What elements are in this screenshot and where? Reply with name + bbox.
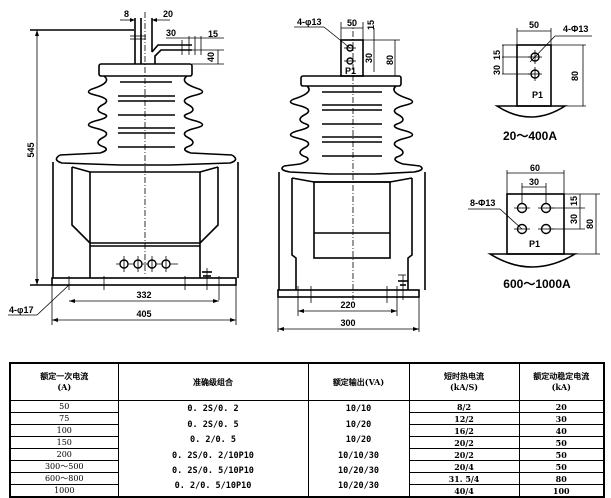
detail2-dim-60: 60: [530, 163, 540, 173]
rated-output-item: 10/20/30: [338, 481, 379, 492]
rated-output-item: 10/20: [345, 419, 372, 430]
side-ground-symbol-icon: [398, 274, 408, 300]
header-dynamic-current-line1: 额定动稳定电流: [533, 371, 590, 381]
dim-height-545: 545: [26, 142, 36, 157]
detail2-dim-15: 15: [569, 196, 579, 206]
thermal-current-cell: 20/2: [408, 448, 520, 461]
table-row: 75 12/2 30: [9, 412, 605, 425]
thermal-current-cell: 16/2: [408, 424, 520, 437]
detail2-holes: 8-Φ13: [470, 198, 495, 208]
header-accuracy-class: 准确级组合: [117, 362, 309, 401]
terminal-detail-600-1000a: P1 60 30 80 15 30 8-Φ13 600～1000A: [468, 163, 600, 291]
thermal-current-cell: 20/2: [408, 436, 520, 449]
header-thermal-current: 短时热电流(kA/S): [408, 362, 520, 401]
detail2-dim-30-right: 30: [569, 214, 579, 224]
primary-current-cell: 75: [9, 412, 119, 425]
header-thermal-current-line1: 短时热电流: [444, 371, 484, 381]
side-dim-220: 220: [340, 300, 355, 310]
rated-output-item: 10/10: [345, 404, 372, 415]
header-dynamic-current-line2: (kA): [551, 382, 571, 392]
detail1-caption: 20～400A: [503, 129, 557, 143]
thermal-current-cell: 31. 5/4: [408, 472, 520, 485]
detail1-dim-15: 15: [492, 50, 502, 60]
dynamic-current-cell: 50: [518, 448, 605, 461]
side-dim-80: 80: [385, 55, 395, 65]
dynamic-current-cell: 40: [518, 424, 605, 437]
dim-40: 40: [206, 52, 216, 62]
accuracy-class-item: 0. 2S/0. 2/10P10: [172, 450, 254, 461]
dim-8: 8: [124, 9, 129, 19]
secondary-terminals: [119, 256, 171, 272]
detail1-label: P1: [532, 90, 543, 100]
detail1-holes: 4-Φ13: [563, 24, 588, 34]
table-row: 300～500 20/4 50: [9, 460, 605, 473]
dim-405: 405: [136, 309, 151, 319]
dim-mount-holes: 4-φ17: [9, 305, 33, 315]
header-primary-current-line2: (A): [57, 382, 72, 392]
primary-current-cell: 50: [9, 400, 119, 413]
dim-20: 20: [163, 9, 173, 19]
detail2-label: P1: [529, 239, 540, 249]
terminal-detail-20-400a: P1 50 80 15 30 4-Φ13 20～400A: [492, 20, 592, 143]
thermal-current-cell: 8/2: [408, 400, 520, 413]
primary-current-cell: 150: [9, 436, 119, 449]
technical-drawing: 545 8 20 30 15 40 332 405 4-φ17: [8, 9, 600, 332]
dynamic-current-cell: 100: [518, 484, 605, 498]
side-dim-30: 30: [364, 53, 374, 63]
accuracy-class-item: 0. 2/0. 5: [189, 435, 237, 446]
dynamic-current-cell: 30: [518, 412, 605, 425]
primary-current-cell: 200: [9, 448, 119, 461]
thermal-current-cell: 12/2: [408, 412, 520, 425]
detail2-caption: 600～1000A: [503, 277, 571, 291]
rated-output-item: 10/20/30: [338, 465, 379, 476]
header-thermal-current-line2: (kA/S): [449, 382, 479, 392]
detail1-dim-50: 50: [529, 20, 539, 30]
thermal-current-cell: 40/4: [408, 484, 520, 498]
header-primary-current: 额定一次电流(A): [9, 362, 119, 401]
table-header-row: 额定一次电流(A) 准确级组合 额定输出(VA) 短时热电流(kA/S) 额定动…: [9, 362, 605, 401]
table-row: 600～800 31. 5/4 80: [9, 472, 605, 485]
detail2-dim-30-top: 30: [529, 177, 539, 187]
dim-332: 332: [136, 290, 151, 300]
accuracy-class-item: 0. 2S/0. 5: [187, 419, 239, 430]
spec-table: 额定一次电流(A) 准确级组合 额定输出(VA) 短时热电流(kA/S) 额定动…: [9, 362, 605, 498]
primary-current-cell: 300～500: [9, 460, 119, 473]
side-dim-15: 15: [366, 20, 376, 30]
side-dim-50: 50: [347, 18, 357, 28]
detail1-dim-80: 80: [570, 71, 580, 81]
detail2-dim-80: 80: [585, 219, 595, 229]
dynamic-current-cell: 50: [518, 460, 605, 473]
accuracy-class-cell: 0. 2S/0. 2 0. 2S/0. 5 0. 2/0. 5 0. 2S/0.…: [117, 400, 309, 498]
header-accuracy-class-label: 准确级组合: [193, 376, 233, 387]
dynamic-current-cell: 20: [518, 400, 605, 413]
dynamic-current-cell: 50: [518, 436, 605, 449]
header-dynamic-current: 额定动稳定电流(kA): [518, 362, 605, 401]
side-dim-holes: 4-φ13: [297, 17, 321, 27]
dim-30: 30: [166, 28, 176, 38]
rated-output-cell: 10/10 10/20 10/20 10/10/30 10/20/30 10/2…: [307, 400, 410, 498]
table-row: 100 16/2 40: [9, 424, 605, 437]
side-dim-300: 300: [340, 318, 355, 328]
accuracy-class-item: 0. 2S/0. 2: [187, 404, 239, 415]
front-view: 545 8 20 30 15 40 332 405 4-φ17: [8, 9, 239, 325]
rated-output-item: 10/10/30: [338, 450, 379, 461]
ground-symbol-icon: [202, 268, 212, 290]
dynamic-current-cell: 80: [518, 472, 605, 485]
dim-15: 15: [208, 29, 218, 39]
table-row: 50 0. 2S/0. 2 0. 2S/0. 5 0. 2/0. 5 0. 2S…: [9, 400, 605, 498]
side-terminal-label: P1: [345, 66, 356, 76]
side-view: P1 50 15 30 80 4-φ13: [277, 17, 426, 332]
primary-current-cell: 1000: [9, 484, 119, 498]
primary-current-cell: 600～800: [9, 472, 119, 485]
accuracy-class-item: 0. 2S/0. 5/10P10: [172, 465, 254, 476]
rated-output-item: 10/20: [345, 435, 372, 446]
header-primary-current-line1: 额定一次电流: [40, 371, 89, 381]
accuracy-class-item: 0. 2/0. 5/10P10: [174, 481, 252, 492]
header-rated-output: 额定输出(VA): [307, 362, 410, 401]
primary-current-cell: 100: [9, 424, 119, 437]
detail1-dim-30: 30: [492, 65, 502, 75]
thermal-current-cell: 20/4: [408, 460, 520, 473]
header-rated-output-label: 额定输出(VA): [332, 376, 385, 387]
